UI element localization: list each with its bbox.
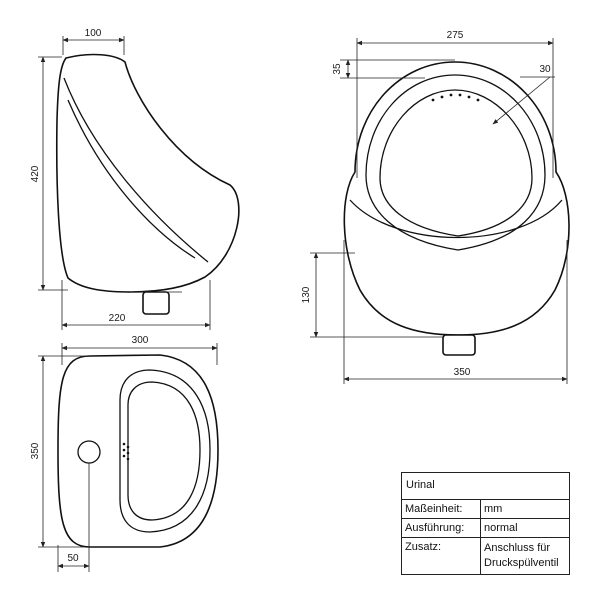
- side-view-inner-curve-2: [67, 99, 196, 259]
- side-view-body: [55, 53, 240, 293]
- dim-label-plan-width: 300: [132, 335, 149, 346]
- title-block-label: Maßeinheit:: [402, 500, 481, 518]
- side-view-inner-curve: [63, 77, 209, 263]
- title-block-row: Ausführung: normal: [402, 518, 569, 537]
- dim-label-side-top-width: 100: [85, 28, 102, 39]
- plan-view: 300 350 50: [30, 335, 219, 572]
- title-block-title-row: Urinal: [402, 473, 569, 499]
- dim-label-side-depth: 220: [109, 313, 126, 324]
- front-view-body: [343, 61, 570, 336]
- angle-leader: [492, 76, 551, 125]
- side-view-outlet: [142, 291, 170, 315]
- front-view: 275 35 30 130 350: [301, 30, 570, 384]
- plan-view-spray-holes: [122, 442, 130, 461]
- dim-label-side-height: 420: [30, 165, 41, 182]
- title-block-row: Maßeinheit: mm: [402, 499, 569, 518]
- title-block: Urinal Maßeinheit: mm Ausführung: normal…: [401, 472, 570, 575]
- side-view: 100 420 220: [30, 28, 240, 330]
- title-block-value-line: Anschluss für: [484, 542, 551, 554]
- title-block-label: Zusatz:: [402, 538, 481, 574]
- dim-label-front-width: 350: [454, 367, 471, 378]
- plan-view-bowl-outer: [119, 369, 211, 533]
- dim-label-front-rim: 35: [332, 63, 343, 75]
- title-block-label: Ausführung:: [402, 519, 481, 537]
- plan-view-body: [57, 354, 219, 548]
- front-view-outlet: [442, 334, 476, 356]
- title-block-row: Zusatz: Anschluss für Druckspülventil: [402, 537, 569, 574]
- title-block-value: normal: [484, 522, 518, 534]
- dim-label-front-outlet-height: 130: [301, 286, 312, 303]
- front-view-bowl-outer: [365, 74, 546, 251]
- plan-view-bowl-inner: [127, 381, 201, 521]
- front-view-rim-line: [349, 199, 563, 239]
- dim-label-front-top-width: 275: [447, 30, 464, 41]
- title-block-title: Urinal: [406, 479, 435, 491]
- dim-label-front-angle: 30: [539, 64, 551, 75]
- dim-label-plan-depth: 350: [30, 442, 41, 459]
- title-block-value-line: Druckspülventil: [484, 557, 559, 569]
- front-view-spray-holes: [431, 93, 480, 102]
- title-block-value: mm: [484, 503, 503, 515]
- title-block-value: Anschluss für Druckspülventil: [481, 538, 569, 574]
- dim-label-plan-outlet-offset: 50: [67, 553, 79, 564]
- front-view-bowl-inner: [379, 89, 533, 237]
